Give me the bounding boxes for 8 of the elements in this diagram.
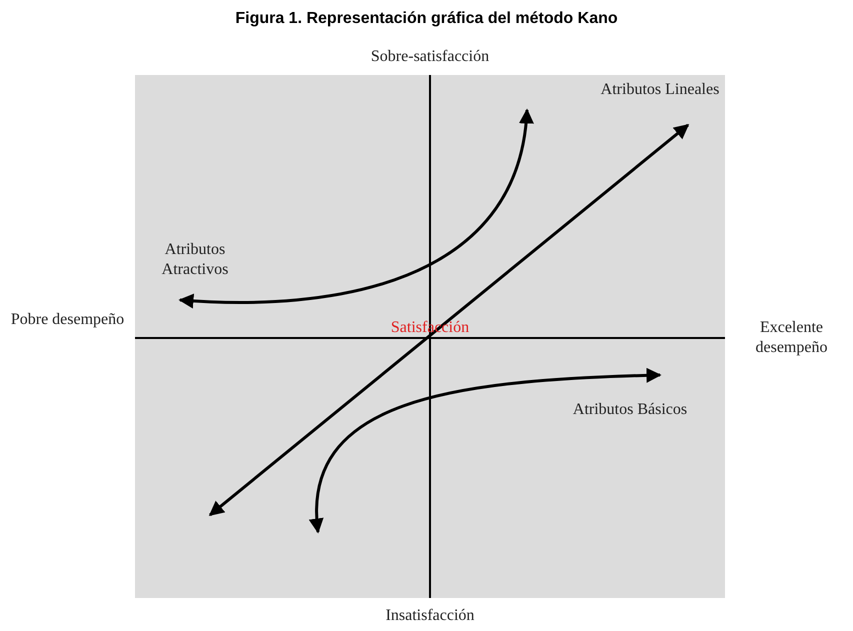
axis-label: Excelente desempeño <box>754 318 828 358</box>
curve-label: Atributos Lineales <box>600 80 720 100</box>
curve-label: Atributos Básicos <box>572 400 688 420</box>
figure-title: Figura 1. Representación gráfica del método Kano <box>234 10 619 28</box>
curve-label: Atributos Atractivos <box>160 240 230 280</box>
axis-label: Sobre-satisfacción <box>370 47 490 67</box>
axis-label: Pobre desempeño <box>10 310 126 330</box>
axis-label: Insatisfacción <box>384 606 476 626</box>
